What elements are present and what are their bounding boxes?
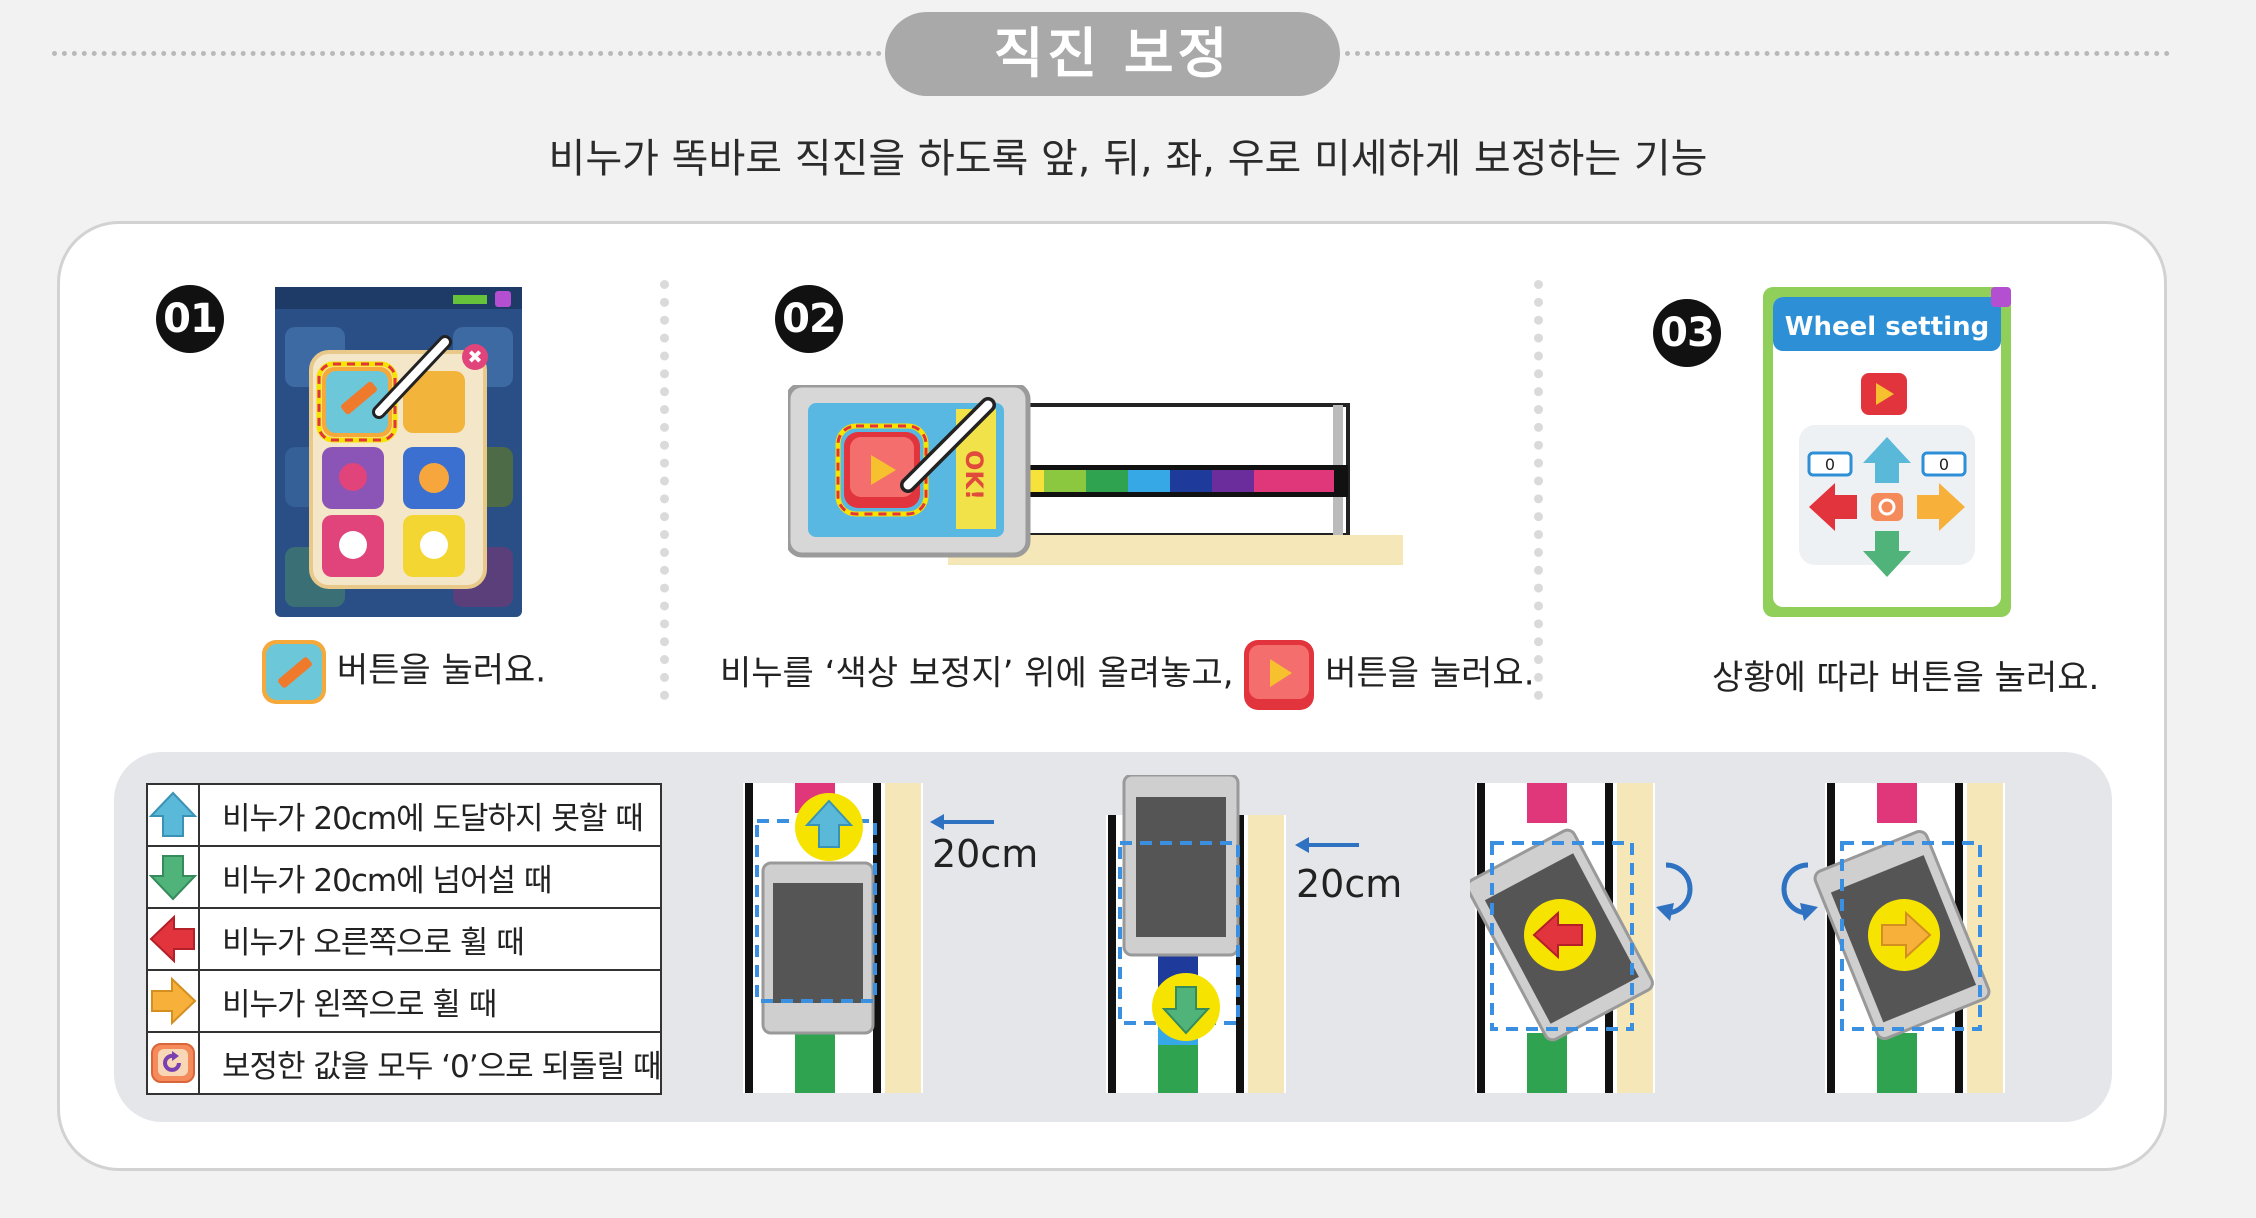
scenario-over-illustration [1106, 775, 1286, 1093]
legend-text: 비누가 왼쪽으로 휠 때 [197, 969, 663, 1033]
legend-row: 보정한 값을 모두 ‘0’으로 되돌릴 때 [146, 1031, 663, 1095]
step-1-tablet-illustration: ✖ [275, 287, 522, 617]
button-legend-table: 비누가 20cm에 도달하지 못할 때 비누가 20cm에 넘어설 때 비누가 … [146, 783, 663, 1095]
wheel-setting-card: Wheel setting 0 0 [1763, 287, 2011, 617]
scenario-veer-left-illustration [1770, 783, 2005, 1093]
legend-row: 비누가 오른쪽으로 휠 때 [146, 907, 663, 971]
step-1-caption-text: 버튼을 눌러요. [336, 650, 547, 691]
page-title: 직진 보정 [885, 12, 1340, 96]
legend-row: 비누가 왼쪽으로 휠 때 [146, 969, 663, 1033]
scenario-short-illustration [743, 783, 923, 1093]
step-2-caption-suffix: 버튼을 눌러요. [1325, 653, 1535, 694]
legend-text: 보정한 값을 모두 ‘0’으로 되돌릴 때 [197, 1031, 663, 1095]
up-arrow-icon [148, 791, 198, 837]
step-separator [660, 280, 669, 700]
page-subtitle: 비누가 똑바로 직진을 하도록 앞, 뒤, 좌, 우로 미세하게 보정하는 기능 [548, 136, 1708, 182]
step-2-caption-prefix: 비누를 ‘색상 보정지’ 위에 올려놓고, [720, 653, 1234, 694]
step-separator [1534, 280, 1543, 700]
wheel-setting-title: Wheel setting [1785, 312, 1989, 342]
left-arrow-icon [149, 914, 195, 964]
right-arrow-icon [151, 976, 197, 1026]
step-2-number: 02 [775, 285, 843, 353]
distance-label: 20cm [1296, 862, 1403, 906]
step-1-caption: 버튼을 눌러요. [262, 640, 546, 704]
left-wheel-value: 0 [1825, 455, 1835, 474]
direction-arrow [1295, 835, 1361, 855]
step-1-number: 01 [156, 285, 224, 353]
step-3-number: 03 [1653, 299, 1721, 367]
svg-text:✖: ✖ [467, 347, 482, 368]
header-divider-left [52, 51, 882, 56]
direction-arrow [930, 812, 996, 832]
legend-row: 비누가 20cm에 도달하지 못할 때 [146, 783, 663, 847]
legend-row: 비누가 20cm에 넘어설 때 [146, 845, 663, 909]
legend-text: 비누가 20cm에 도달하지 못할 때 [197, 783, 663, 847]
right-wheel-value: 0 [1939, 455, 1949, 474]
scenario-veer-right-illustration [1470, 783, 1700, 1093]
step-2-caption: 비누를 ‘색상 보정지’ 위에 올려놓고, 버튼을 눌러요. [720, 640, 1535, 710]
sheet-ok-text: OK! [960, 450, 988, 500]
step-2-calibration-illustration: OK! [788, 385, 1403, 565]
legend-text: 비누가 20cm에 넘어설 때 [197, 845, 663, 909]
header-divider-right [1345, 51, 2170, 56]
play-button-icon [1244, 640, 1315, 710]
reset-icon [151, 1043, 195, 1083]
step-3-caption: 상황에 따라 버튼을 눌러요. [1712, 658, 2100, 698]
legend-text: 비누가 오른쪽으로 휠 때 [197, 907, 663, 971]
distance-label: 20cm [932, 832, 1039, 876]
down-arrow-icon [148, 855, 198, 901]
ruler-button-icon [262, 640, 326, 704]
